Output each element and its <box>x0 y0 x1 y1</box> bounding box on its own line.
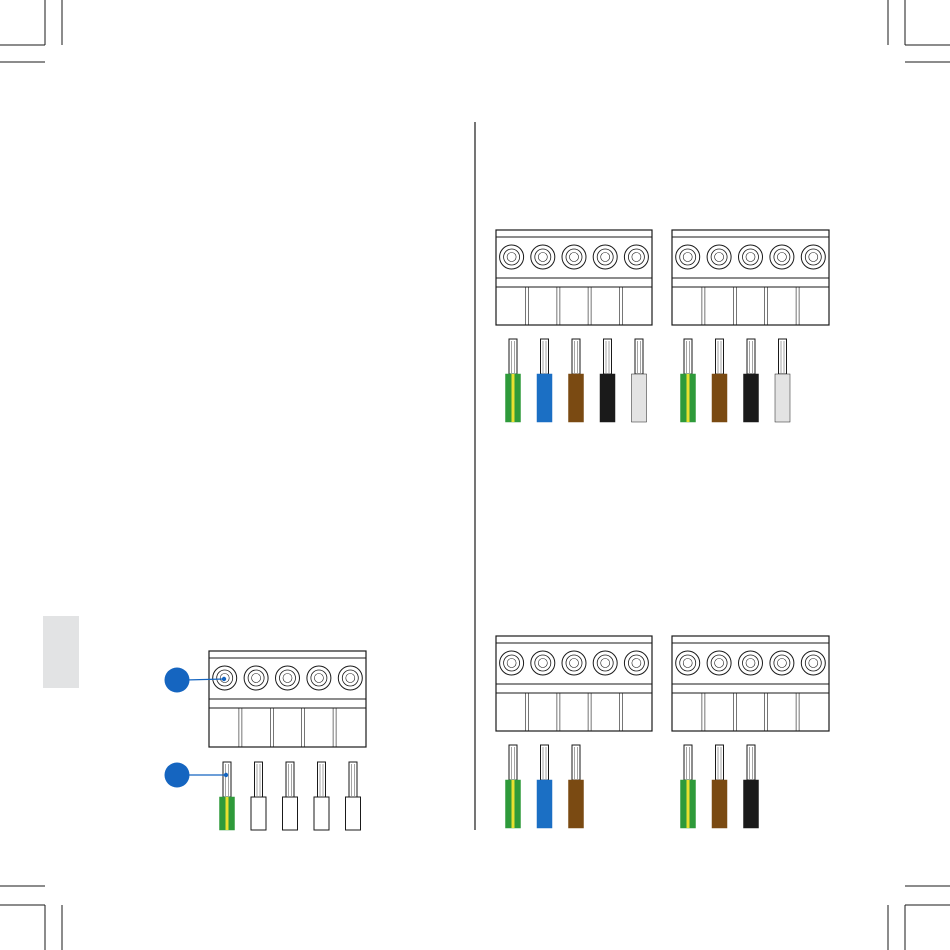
terminal-screw-head <box>507 659 516 668</box>
wire-insulation <box>712 780 727 828</box>
wire-stripe <box>687 374 690 422</box>
wire-brown <box>569 745 584 828</box>
connector-bottom-left <box>496 636 652 828</box>
wire-strand <box>509 339 517 374</box>
terminal-screw-head <box>632 659 641 668</box>
connector-top-left <box>496 230 652 422</box>
wire-insulation <box>314 797 329 830</box>
wire-black <box>744 745 759 828</box>
wire-white <box>251 762 266 830</box>
callout-wire-strand <box>165 763 229 788</box>
wire-stripe <box>512 780 515 828</box>
wire-blue <box>537 339 552 422</box>
wire-strand <box>684 745 692 780</box>
connector-top-right <box>672 230 829 422</box>
callout-marker <box>165 668 190 693</box>
wire-insulation <box>775 374 790 422</box>
wire-stripe <box>226 797 229 830</box>
terminal-screw-head <box>683 659 692 668</box>
terminal-screw-head <box>777 659 786 668</box>
terminal-screw-head <box>809 253 818 262</box>
wire-strand <box>286 762 294 797</box>
wire-strand <box>572 745 580 780</box>
wire-insulation <box>712 374 727 422</box>
terminal-screw-head <box>601 253 610 262</box>
wire-insulation <box>744 780 759 828</box>
wire-grey <box>775 339 790 422</box>
wire-strand <box>223 762 231 797</box>
wire-insulation <box>632 374 647 422</box>
wire-green-yellow <box>681 745 696 828</box>
terminal-screw-head <box>283 674 292 683</box>
terminal-screw-head <box>570 659 579 668</box>
wire-strand <box>684 339 692 374</box>
callout-marker <box>165 763 190 788</box>
terminal-screw-head <box>715 253 724 262</box>
wire-stripe <box>512 374 515 422</box>
terminal-screw-head <box>746 659 755 668</box>
terminal-screw-head <box>809 659 818 668</box>
wire-strand <box>318 762 326 797</box>
terminal-screw-head <box>252 674 261 683</box>
wire-green-yellow <box>506 339 521 422</box>
callout-dot <box>222 677 226 681</box>
terminal-screw-head <box>538 659 547 668</box>
wire-white <box>283 762 298 830</box>
wire-insulation <box>600 374 615 422</box>
wire-black <box>744 339 759 422</box>
wire-strand <box>255 762 263 797</box>
wire-insulation <box>569 374 584 422</box>
wire-green-yellow <box>681 339 696 422</box>
terminal-screw-head <box>346 674 355 683</box>
terminal-screw-head <box>777 253 786 262</box>
wire-insulation <box>744 374 759 422</box>
wire-strand <box>779 339 787 374</box>
wire-green-yellow <box>220 762 235 830</box>
wire-strand <box>604 339 612 374</box>
terminal-screw-head <box>632 253 641 262</box>
wire-insulation <box>569 780 584 828</box>
wire-black <box>600 339 615 422</box>
wire-insulation <box>346 797 361 830</box>
wire-white <box>314 762 329 830</box>
wire-white <box>346 762 361 830</box>
wire-strand <box>747 745 755 780</box>
wire-strand <box>716 339 724 374</box>
terminal-screw-head <box>507 253 516 262</box>
terminal-screw-head <box>715 659 724 668</box>
wire-strand <box>716 745 724 780</box>
connector-diagrams <box>209 230 829 830</box>
language-tab <box>43 616 79 688</box>
terminal-screw-head <box>683 253 692 262</box>
wire-green-yellow <box>506 745 521 828</box>
terminal-screw-head <box>601 659 610 668</box>
wire-grey <box>632 339 647 422</box>
wire-brown <box>712 339 727 422</box>
wire-strand <box>541 745 549 780</box>
connector-overview <box>209 651 366 830</box>
wire-brown <box>712 745 727 828</box>
terminal-screw-head <box>314 674 323 683</box>
wire-blue <box>537 745 552 828</box>
wire-strand <box>541 339 549 374</box>
wire-strand <box>635 339 643 374</box>
wire-insulation <box>283 797 298 830</box>
wire-strand <box>509 745 517 780</box>
wire-insulation <box>251 797 266 830</box>
wire-strand <box>572 339 580 374</box>
wire-strand <box>349 762 357 797</box>
callout-dot <box>224 773 228 777</box>
connector-bottom-right <box>672 636 829 828</box>
wire-strand <box>747 339 755 374</box>
wire-insulation <box>537 374 552 422</box>
terminal-screw-head <box>746 253 755 262</box>
wire-insulation <box>537 780 552 828</box>
wire-stripe <box>687 780 690 828</box>
wire-brown <box>569 339 584 422</box>
terminal-screw-head <box>570 253 579 262</box>
terminal-screw-head <box>538 253 547 262</box>
